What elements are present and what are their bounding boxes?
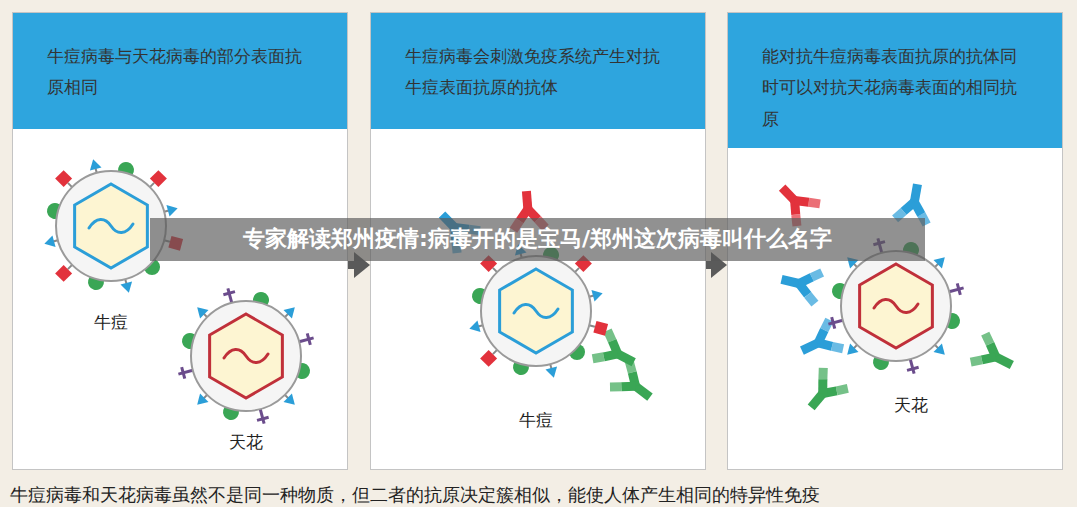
virus-node: 天花 xyxy=(171,281,321,431)
virus-envelope xyxy=(191,301,301,411)
antibody xyxy=(971,334,1019,380)
virus-name: 牛痘 xyxy=(36,311,186,334)
watermark-text: 专家解读郑州疫情:病毒开的是宝马/郑州这次病毒叫什么名字 xyxy=(150,218,925,261)
capsid-hexagon xyxy=(210,314,283,398)
header-band: 牛痘病毒会刺激免疫系统产生对抗牛痘表面抗原的抗体 xyxy=(371,13,705,129)
antibody xyxy=(778,264,822,304)
virus-label: 天花 xyxy=(171,431,321,454)
antibody xyxy=(610,361,660,409)
virus-name: 牛痘 xyxy=(461,409,611,432)
virus-envelope xyxy=(481,256,591,366)
caption: 牛痘病毒和天花病毒虽然不是同一种物质，但二者的抗原决定簇相似，能使人体产生相同的… xyxy=(10,484,820,506)
virus-envelope xyxy=(841,251,951,361)
virus-illustration xyxy=(171,281,321,431)
flow-arrow xyxy=(706,261,717,269)
antibody xyxy=(593,330,642,376)
panel-heading: 能对抗牛痘病毒表面抗原的抗体同时可以对抗天花病毒表面的相同抗原 xyxy=(762,41,1032,135)
flow-arrow xyxy=(348,261,360,269)
panel-heading: 牛痘病毒与天花病毒的部分表面抗原相同 xyxy=(47,41,317,104)
panel-heading: 牛痘病毒会刺激免疫系统产生对抗牛痘表面抗原的抗体 xyxy=(405,41,675,104)
antibody xyxy=(799,368,848,418)
genome-strand xyxy=(89,219,133,232)
header-band: 能对抗牛痘病毒表面抗原的抗体同时可以对抗天花病毒表面的相同抗原 xyxy=(728,13,1062,148)
header-band: 牛痘病毒与天花病毒的部分表面抗原相同 xyxy=(13,13,347,129)
capsid-hexagon xyxy=(75,184,148,268)
virus-label: 牛痘 xyxy=(461,409,611,432)
virus-label: 牛痘 xyxy=(36,311,186,334)
capsid-hexagon xyxy=(860,264,933,348)
antibody xyxy=(795,320,843,365)
genome-strand xyxy=(874,299,918,312)
virus-name: 天花 xyxy=(836,394,986,417)
genome-strand xyxy=(224,349,268,362)
capsid-hexagon xyxy=(500,269,573,353)
virus-label: 天花 xyxy=(836,394,986,417)
virus-name: 天花 xyxy=(171,431,321,454)
genome-strand xyxy=(514,304,558,317)
